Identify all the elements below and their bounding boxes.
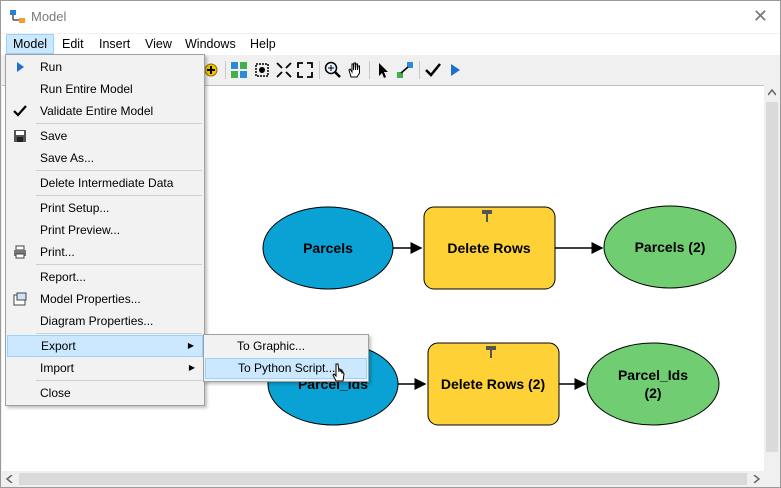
menu-separator [36,195,202,196]
vertical-scroll-thumb[interactable] [766,102,778,452]
menu-item-diagram-properties[interactable]: Diagram Properties... [40,314,154,328]
scrollbar-corner [764,471,780,487]
input-node-parcels[interactable] [262,206,394,290]
validate-icon[interactable] [423,60,443,80]
select-icon[interactable] [373,60,393,80]
scroll-left-icon[interactable] [6,475,14,483]
submenu-arrow-icon: ▶ [187,341,194,350]
menu-separator [36,170,202,171]
menu-item-to-python-script[interactable]: To Python Script... [205,358,367,379]
tool-node-delete-rows-label: Delete Rows [447,240,530,256]
run-icon[interactable] [445,60,465,80]
window-close-button[interactable]: ✕ [752,6,768,26]
horizontal-scroll-thumb[interactable] [19,473,747,485]
menu-item-delete-intermediate-data[interactable]: Delete Intermediate Data [40,176,174,190]
menu-item-report[interactable]: Report... [40,270,87,284]
menu-separator [36,380,202,381]
menu-separator [36,333,202,334]
tool-node-delete-rows-2[interactable] [427,342,560,426]
full-extent-icon[interactable] [252,60,272,80]
toolbar-separator [319,61,320,79]
fixed-zoom-icon[interactable] [295,60,315,80]
title-bar: Model ✕ [1,1,780,33]
menu-item-print-preview[interactable]: Print Preview... [40,223,121,237]
model-builder-icon [10,10,25,23]
output-node-parcels-2-label: Parcels (2) [635,239,706,255]
hammer-icon [486,346,496,358]
menu-item-run-entire-model[interactable]: Run Entire Model [40,82,133,96]
menu-separator [36,123,202,124]
connect-icon[interactable] [395,60,415,80]
menu-item-close[interactable]: Close [40,386,71,400]
output-node-parcels-2[interactable] [603,205,737,289]
horizontal-scrollbar[interactable] [2,471,764,487]
vertical-scrollbar[interactable] [764,85,780,471]
check-icon [13,105,27,117]
scroll-up-icon[interactable] [768,89,776,97]
zoom-in-icon[interactable] [323,60,343,80]
model-diagram: Parcels Delete Rows Parcels (2) Parcel_I… [262,205,737,426]
menu-insert[interactable]: Insert [99,37,131,51]
menu-item-model-properties[interactable]: Model Properties... [7,288,203,310]
menu-item-export[interactable]: Export ▶ [7,335,203,357]
submenu-arrow-icon: ▶ [188,363,195,372]
toolbar-separator [369,61,370,79]
output-node-parcel-ids-2-label-line2: (2) [644,385,661,401]
add-data-icon[interactable] [201,60,221,80]
hammer-icon [482,210,492,222]
menu-bar: Model Edit Insert View Windows Help [1,34,780,55]
input-node-parcels-label: Parcels [303,240,353,256]
toolbar-separator [225,61,226,79]
run-icon [17,62,24,72]
menu-item-to-graphic[interactable]: To Graphic... [237,339,306,353]
menu-item-print-setup[interactable]: Print Setup... [40,201,110,215]
window-title: Model [31,9,67,24]
menu-item-save-as[interactable]: Save As... [40,151,95,165]
auto-layout-icon[interactable] [229,60,249,80]
toolbar-separator [419,61,420,79]
tool-node-delete-rows[interactable] [423,206,556,290]
menu-help[interactable]: Help [250,37,276,51]
menu-item-run[interactable]: Run [7,56,203,78]
scroll-right-icon[interactable] [752,475,760,483]
menu-edit[interactable]: Edit [62,37,84,51]
menu-item-save[interactable]: Save [7,125,203,147]
menu-model[interactable]: Model [6,34,55,54]
model-menu-dropdown: Run Run Entire Model Validate Entire Mod… [5,54,205,406]
output-node-parcel-ids-2-label-line1: Parcel_Ids [618,367,688,383]
output-node-parcel-ids-2[interactable] [586,342,720,426]
export-submenu: To Graphic... To Python Script... [203,334,369,382]
menu-item-validate-entire-model[interactable]: Validate Entire Model [7,100,203,122]
menu-windows[interactable]: Windows [185,37,236,51]
menu-item-import[interactable]: Import ▶ [7,357,203,379]
menu-separator [36,264,202,265]
tool-node-delete-rows-2-label: Delete Rows (2) [441,376,545,392]
printer-icon [14,245,26,259]
menu-view[interactable]: View [145,37,172,51]
save-icon [14,130,26,142]
fit-icon[interactable] [274,60,294,80]
pan-icon[interactable] [345,60,365,80]
properties-icon [13,292,27,306]
menu-item-print[interactable]: Print... [7,241,203,263]
mouse-cursor-icon [332,363,345,382]
